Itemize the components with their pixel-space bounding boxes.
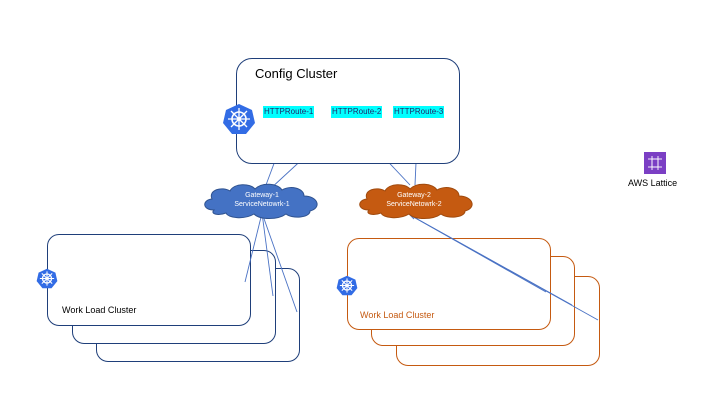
config-cluster-title: Config Cluster — [255, 66, 338, 81]
gateway-2-cloud — [359, 183, 473, 219]
gateway-1-name: Gateway-1 — [245, 192, 279, 199]
gateway-2-name: Gateway-2 — [397, 192, 431, 199]
workload-cluster-label: Work Load Cluster — [62, 305, 137, 315]
gateway-2-label: Gateway-2 ServiceNetowrk-2 — [359, 191, 469, 209]
workload-cluster-box — [347, 238, 551, 330]
kubernetes-icon — [336, 275, 358, 296]
gateway-1-label: Gateway-1 ServiceNetowrk-1 — [207, 191, 317, 209]
httproute-3-label: HTTPRoute-3 — [393, 106, 445, 118]
connector-wl1-gw1 — [244, 212, 263, 283]
kubernetes-icon — [223, 104, 255, 134]
service-network-2-name: ServiceNetowrk-2 — [386, 201, 442, 208]
httproute-1-label: HTTPRoute-1 — [263, 106, 315, 118]
aws-lattice-icon — [644, 152, 666, 174]
connector-wl1-gw1 — [261, 212, 298, 313]
connector-wl2-gw2 — [409, 214, 599, 321]
connector-wl1-gw1 — [261, 212, 274, 297]
workload-cluster-box — [47, 234, 251, 326]
service-network-1-name: ServiceNetowrk-1 — [234, 201, 290, 208]
gateway-1-cloud — [204, 183, 318, 219]
aws-lattice-label: AWS Lattice — [628, 178, 678, 188]
httproute-2-label: HTTPRoute-2 — [331, 106, 383, 118]
kubernetes-icon — [36, 268, 58, 289]
workload-cluster-label: Work Load Cluster — [360, 310, 435, 320]
